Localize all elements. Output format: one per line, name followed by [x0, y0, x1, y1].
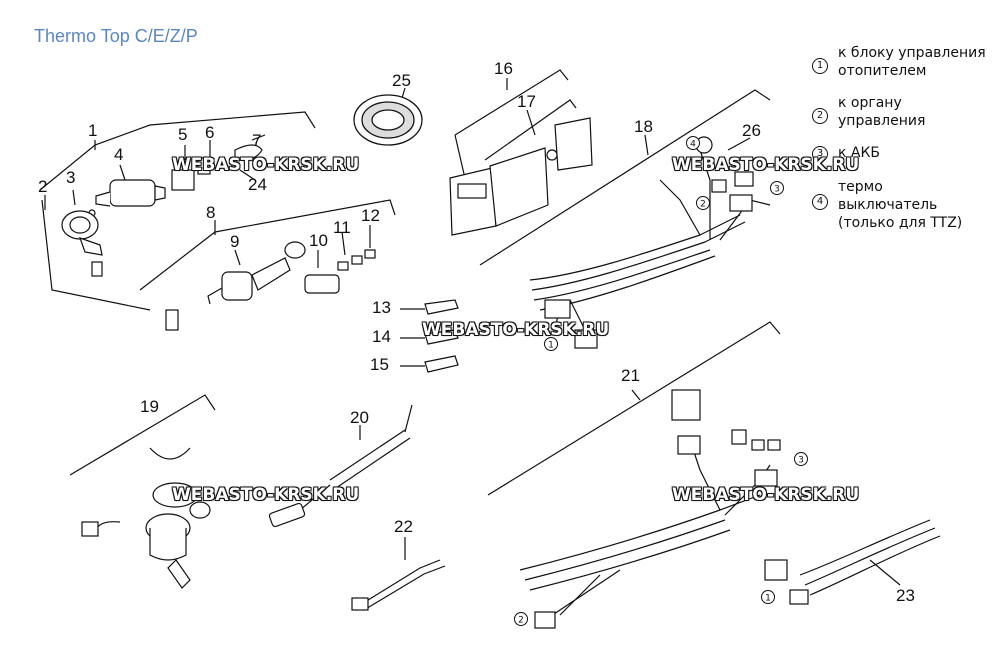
dosing-pump-assembly [165, 241, 376, 331]
group-bracket [479, 89, 771, 266]
watermark: WEBASTO-KRSK.RU [422, 320, 610, 340]
legend-mark: 1 [812, 58, 828, 74]
wiring-harness-21 [519, 389, 781, 629]
group-bracket [139, 199, 396, 291]
part-number-label: 18 [634, 117, 653, 136]
connector-circle-label: 2 [518, 616, 524, 626]
water-pump-assembly [81, 447, 211, 589]
watermark: WEBASTO-KRSK.RU [172, 155, 360, 175]
part-number-label: 3 [66, 168, 75, 187]
legend: 1 к блоку управления отопителем 2 к орга… [812, 44, 992, 246]
legend-mark: 3 [812, 146, 828, 162]
group-bracket [69, 394, 216, 476]
connector-circle-mark [544, 337, 558, 351]
group-bracket [454, 69, 569, 136]
part-number-label: 1 [88, 121, 97, 140]
part-number-label: 7 [252, 131, 261, 150]
part-number-label: 20 [350, 408, 369, 427]
connector-circle-label: 4 [690, 140, 696, 150]
connector-circle-mark [770, 181, 784, 195]
part-number-label: 8 [206, 203, 215, 222]
legend-item: 2 к органу управления [812, 94, 992, 130]
legend-text: термо выключатель (только для TTZ) [838, 179, 963, 231]
group-bracket [487, 321, 781, 496]
connector-circle-mark [794, 452, 808, 466]
control-panel [449, 117, 593, 236]
legend-text: к блоку управления отопителем [838, 45, 986, 79]
page-title: Thermo Top C/E/Z/P [34, 26, 198, 46]
connector-circle-label: 1 [765, 594, 771, 604]
legend-item: 4 термо выключатель (только для TTZ) [812, 178, 968, 232]
cable-22 [351, 559, 446, 611]
part-number-label: 10 [309, 231, 328, 250]
legend-text: к органу управления [838, 95, 926, 129]
legend-item: 3 к АКБ [812, 144, 992, 162]
group-bracket [39, 111, 316, 191]
part-number-label: 25 [392, 71, 411, 90]
connector-circle-label: 3 [774, 185, 780, 195]
connector-circle-mark [514, 612, 528, 626]
part-number-label: 6 [205, 123, 214, 142]
part-number-label: 12 [361, 206, 380, 225]
part-number-label: 21 [621, 366, 640, 385]
connector-circle-mark [686, 136, 700, 150]
part-number-label: 14 [372, 327, 391, 346]
cable-20 [268, 404, 413, 528]
part-number-label: 11 [333, 218, 351, 237]
part-number-label: 23 [896, 586, 915, 605]
legend-mark: 2 [812, 108, 828, 124]
connector-circle-label: 1 [548, 341, 554, 351]
wiring-harness-23 [764, 519, 941, 605]
fuel-pump-assembly [61, 144, 263, 277]
legend-mark: 4 [812, 194, 828, 210]
connector-circle-mark [761, 590, 775, 604]
part-number-label: 26 [742, 121, 761, 140]
terminal-connectors [424, 299, 459, 373]
legend-item: 1 к блоку управления отопителем [812, 44, 992, 80]
part-number-label: 15 [370, 355, 389, 374]
connector-circle-mark [696, 196, 710, 210]
timer-dial [353, 94, 423, 146]
watermark: WEBASTO-KRSK.RU [672, 485, 860, 505]
part-number-label: 17 [517, 92, 536, 111]
watermark: WEBASTO-KRSK.RU [172, 485, 360, 505]
part-number-label: 9 [230, 232, 239, 251]
legend-text: к АКБ [838, 145, 881, 161]
connector-circle-label: 3 [798, 456, 804, 466]
wiring-harness-18 [529, 136, 771, 349]
part-number-label: 4 [114, 145, 123, 164]
part-number-label: 24 [248, 175, 267, 194]
part-number-label: 2 [38, 177, 47, 196]
part-number-label: 13 [372, 298, 391, 317]
watermark: WEBASTO-KRSK.RU [672, 155, 860, 175]
part-number-label: 22 [394, 517, 413, 536]
part-number-label: 19 [140, 397, 159, 416]
part-number-label: 16 [494, 59, 513, 78]
part-number-label: 5 [178, 125, 187, 144]
connector-circle-label: 2 [700, 200, 706, 210]
